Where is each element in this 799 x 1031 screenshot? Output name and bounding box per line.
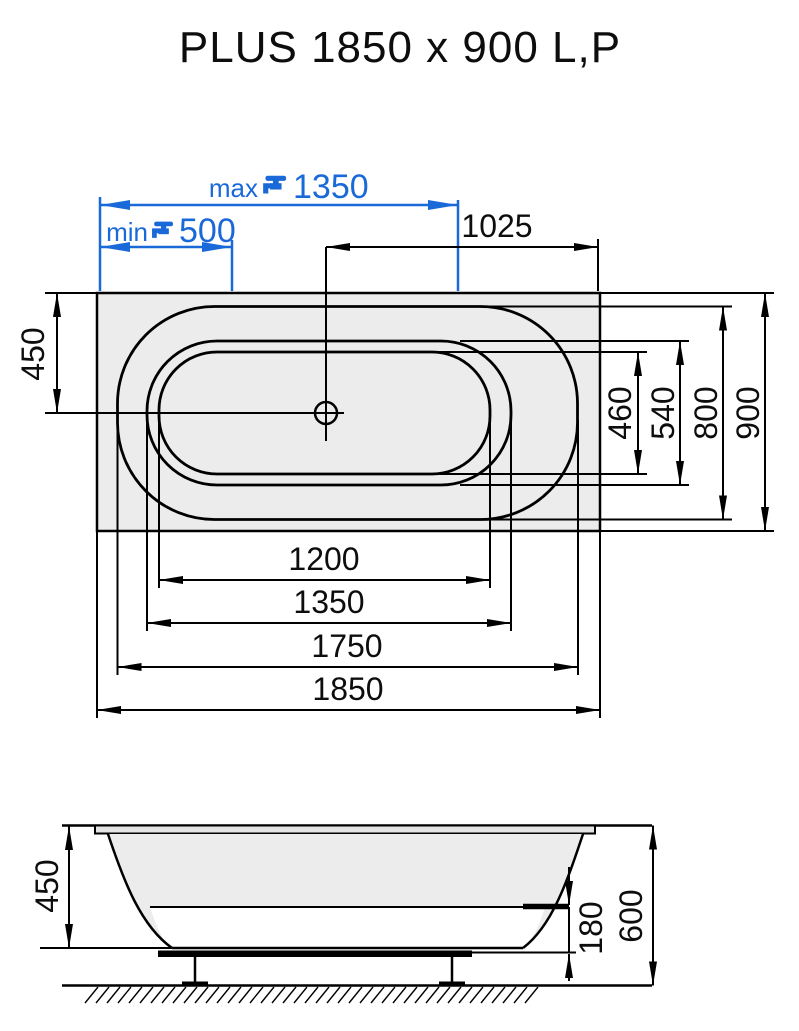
dim-label-460: 460 — [602, 386, 638, 439]
faucet-icon — [263, 175, 287, 194]
dim-label-min-value: 500 — [179, 212, 236, 250]
drain-symbol — [313, 400, 339, 426]
dim-label-450-side: 450 — [29, 859, 65, 912]
support-legs — [182, 957, 465, 986]
dim-label-1750: 1750 — [311, 628, 382, 664]
faucet-icon — [152, 221, 174, 238]
tub-rim-flange — [94, 824, 596, 835]
dimension-600: 600 — [613, 825, 657, 986]
dim-label-900: 900 — [730, 386, 766, 439]
dim-label-1025: 1025 — [461, 208, 532, 244]
dim-label-450-plan: 450 — [15, 327, 51, 380]
width-extension-lines — [432, 292, 774, 532]
faucet-position-dimensions: max 1350 min 500 — [98, 168, 460, 291]
dim-label-180: 180 — [573, 901, 609, 954]
dimension-450-plan: 450 — [15, 292, 97, 413]
dimension-1025: 1025 — [326, 208, 599, 291]
dimension-450-side: 450 — [29, 826, 172, 949]
tub-left-wall — [106, 833, 173, 950]
dim-label-1200: 1200 — [288, 541, 359, 577]
tub-right-wall — [522, 833, 585, 949]
dim-label-1350: 1350 — [293, 584, 364, 620]
dim-label-540: 540 — [645, 386, 681, 439]
below-waterline-fill — [150, 907, 545, 948]
dim-label-1850: 1850 — [312, 671, 383, 707]
dim-label-600: 600 — [613, 889, 649, 942]
dim-label-800: 800 — [688, 386, 724, 439]
length-dimensions: 1200 1350 1750 1850 — [96, 420, 601, 718]
floor-hatching — [84, 986, 539, 1004]
base-support-plate — [158, 950, 472, 957]
dim-label-min-prefix: min — [106, 217, 148, 247]
dim-label-max-prefix: max — [209, 173, 258, 203]
dim-label-max-value: 1350 — [293, 168, 369, 206]
plan-view: max 1350 min 500 1025 450 — [15, 168, 774, 718]
side-view: 450 180 600 — [29, 824, 657, 1004]
drawing-title: PLUS 1850 x 900 L,P — [179, 23, 621, 72]
faucet-dim-extension-lines — [98, 197, 460, 291]
width-dimensions: 460 540 800 900 — [432, 292, 774, 532]
length-extension-lines — [96, 420, 601, 718]
dimension-180: 180 — [565, 867, 609, 981]
